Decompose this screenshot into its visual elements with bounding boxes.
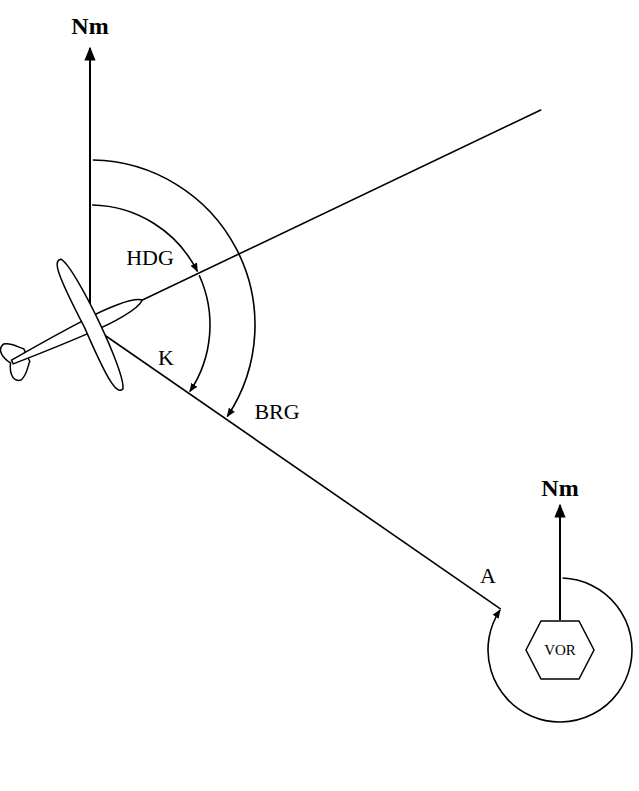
heading-line: [90, 110, 541, 325]
station-name: VOR: [544, 642, 576, 659]
heading-label: HDG: [124, 246, 176, 270]
vor-station: VOR: [525, 620, 595, 680]
north-label: Nm: [69, 13, 110, 39]
relative-bearing-label: K: [156, 346, 176, 370]
hexagon-shape: [526, 621, 594, 679]
wing: [53, 256, 130, 393]
radial-label: A: [478, 564, 498, 588]
radial-arc: [488, 578, 632, 722]
magnetic-north-line: [89, 48, 91, 325]
north-label: Nm: [539, 475, 580, 501]
bearing-line: [90, 325, 501, 609]
relative-bearing-arc: [190, 275, 210, 391]
heading-arc: [92, 205, 197, 271]
vor-north-line: [559, 505, 561, 620]
bearing-label: BRG: [252, 400, 301, 424]
